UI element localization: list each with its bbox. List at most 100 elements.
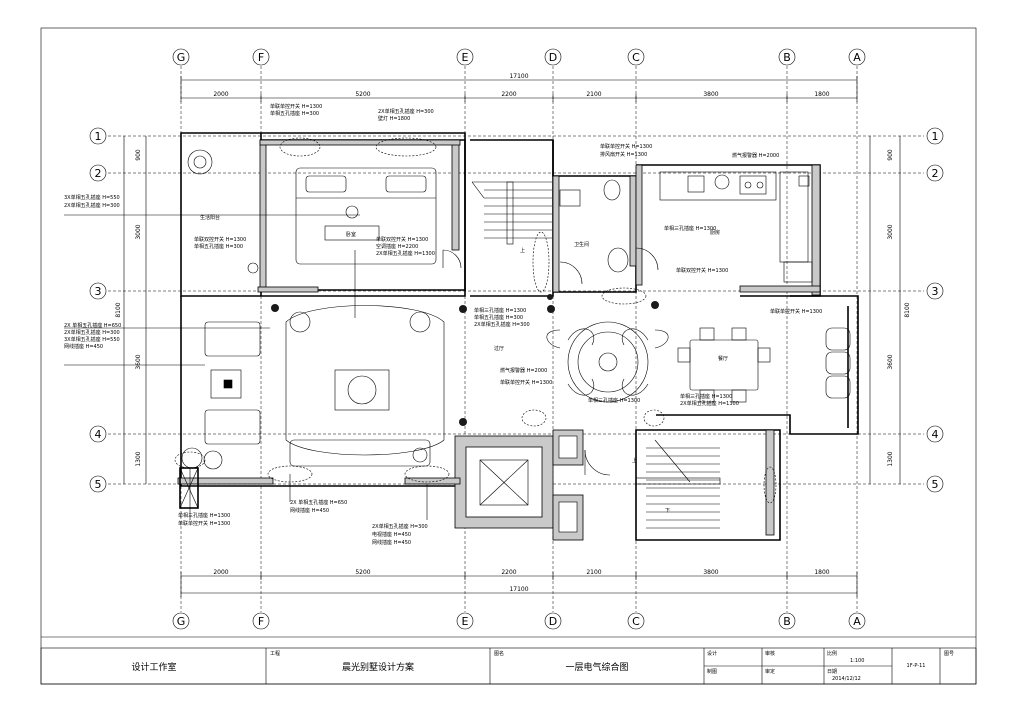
room-label-dining: 餐厅 — [718, 355, 728, 362]
axis-label: D — [549, 51, 557, 64]
annotation: 单相五孔插座 H=300 — [270, 110, 319, 117]
balcony-plants — [187, 149, 259, 274]
grid-bubbles-top: G F E D C B A — [172, 48, 866, 66]
dim-total-top: 17100 — [509, 73, 528, 80]
grid-lines — [108, 66, 924, 612]
annotation: 3X单相五孔插座 H=550 — [64, 336, 120, 343]
room-label-stairs-up-lower: 上 — [632, 457, 637, 464]
toilet-fixtures — [559, 179, 629, 273]
annotation: 排风扇开关 H=1300 — [600, 151, 647, 158]
project-name: 晨光别墅设计方案 — [342, 661, 414, 673]
dim-seg-bottom: 2200 — [501, 569, 516, 576]
axis-label: 1 — [95, 130, 102, 143]
bedroom-bed — [295, 167, 437, 265]
annotation: 燃气报警器 H=2000 — [500, 367, 547, 374]
annotation: 电视插座 H=450 — [372, 531, 411, 538]
annotation: 网线插座 H=450 — [372, 539, 411, 546]
annotation: 单联单控开关 H=1300 — [500, 379, 552, 386]
check-label: 审核 — [765, 650, 775, 657]
leader-lines — [64, 214, 428, 520]
axis-label: D — [549, 615, 557, 628]
annotation: 单相五孔插座 H=300 — [194, 243, 243, 250]
dim-seg-bottom: 5200 — [355, 569, 370, 576]
annotation: 单相三孔插座 H=1300 — [178, 512, 230, 519]
draw-label: 制图 — [707, 668, 717, 675]
annotation: 单相三孔插座 H=1300 — [664, 225, 716, 232]
columns — [271, 294, 659, 426]
studio-name: 设计工作室 — [131, 661, 176, 673]
annotation: 单联双控开关 H=1300 — [194, 236, 246, 243]
dim-seg-bottom: 3800 — [703, 569, 718, 576]
annotation: 2X单相五孔插座 H=300 — [372, 523, 428, 530]
annotation: 2X单相五孔插座 H=1300 — [680, 400, 739, 407]
axis-label: 5 — [932, 478, 939, 491]
room-label-toilet: 卫生间 — [574, 241, 589, 248]
axis-label: A — [853, 51, 861, 64]
scale-label: 比例 — [827, 650, 837, 657]
annotation: 网线插座 H=450 — [64, 343, 103, 350]
annotation: 单相三孔插座 H=1300 — [588, 397, 640, 404]
axis-label: 2 — [95, 167, 102, 180]
axis-label: G — [177, 51, 186, 64]
annotation: 单联双控开关 H=1300 — [676, 267, 728, 274]
dim-seg-top: 1800 — [814, 91, 829, 98]
dim-left: 3600 — [135, 354, 142, 369]
grid-bubbles-left: 1 2 3 4 5 — [89, 127, 107, 493]
axis-label: 2 — [932, 167, 939, 180]
annotation: 单联单控开关 H=1300 — [770, 308, 822, 315]
axis-label: 3 — [95, 285, 102, 298]
axis-label: 5 — [95, 478, 102, 491]
room-label-balcony: 生活阳台 — [200, 214, 220, 221]
dim-right: 3000 — [887, 224, 894, 239]
grid-bubbles-right: 1 2 3 4 5 — [926, 127, 944, 493]
axis-label: B — [783, 51, 791, 64]
number-label: 图号 — [944, 651, 954, 657]
axis-label: A — [853, 615, 861, 628]
drawing-label: 图名 — [494, 650, 504, 657]
date-value: 2014/12/12 — [832, 676, 861, 682]
scale-value: 1:100 — [850, 658, 864, 664]
approve-label: 审定 — [765, 668, 775, 675]
axis-label: 1 — [932, 130, 939, 143]
electrical-annotations: 单联单控开关 H=1300 单相五孔插座 H=300 2X单相五孔插座 H=30… — [64, 103, 822, 546]
date-label: 日期 — [827, 669, 837, 675]
annotation: 单联双控开关 H=1300 — [376, 236, 428, 243]
dim-total-bottom: 17100 — [509, 586, 528, 593]
annotation: 空调插座 H=2200 — [376, 243, 418, 250]
axis-label: B — [783, 615, 791, 628]
stairs-lower — [635, 439, 721, 529]
side-dimensions — [123, 136, 901, 484]
room-label-stairs-up: 上 — [520, 247, 525, 254]
axis-label: 4 — [932, 428, 939, 441]
annotation: 2X单相五孔插座 H=300 — [378, 108, 434, 115]
annotation: 单相五孔插座 H=300 — [474, 314, 523, 321]
room-label-bedroom: 卧室 — [346, 231, 356, 238]
annotation: 单联单控开关 H=1300 — [178, 520, 230, 527]
annotation: 壁灯 H=1800 — [378, 115, 410, 122]
bottom-dimensions — [180, 572, 858, 597]
annotation: 2X 单相五孔插座 H=650 — [64, 322, 121, 329]
room-label-hall: 过厅 — [494, 345, 504, 352]
annotation: 2X单相五孔插座 H=300 — [474, 321, 530, 328]
design-label: 设计 — [707, 650, 717, 657]
annotation: 单联单控开关 H=1300 — [600, 143, 652, 150]
dim-seg-bottom: 2000 — [213, 569, 228, 576]
room-label-stairs-down: 下 — [665, 508, 670, 514]
annotation: 2X 单相五孔插座 H=650 — [290, 499, 347, 506]
axis-label: G — [177, 615, 186, 628]
dim-right: 3600 — [887, 354, 894, 369]
dining-furniture — [677, 327, 851, 403]
annotation: 单相三孔插座 H=1300 — [680, 393, 732, 400]
grid-bubbles-bottom: G F E D C B A — [172, 612, 866, 630]
axis-label: C — [632, 51, 640, 64]
room-label-kitchen: 厨房 — [710, 229, 720, 236]
project-label: 工程 — [270, 650, 280, 657]
drawing-number: 1F-P-11 — [907, 663, 926, 669]
dim-left: 1300 — [135, 451, 142, 466]
dim-seg-top: 3800 — [703, 91, 718, 98]
axis-label: F — [258, 615, 264, 628]
title-block — [40, 647, 977, 685]
axis-label: F — [258, 51, 264, 64]
annotation: 3X单相五孔插座 H=550 — [64, 194, 120, 201]
